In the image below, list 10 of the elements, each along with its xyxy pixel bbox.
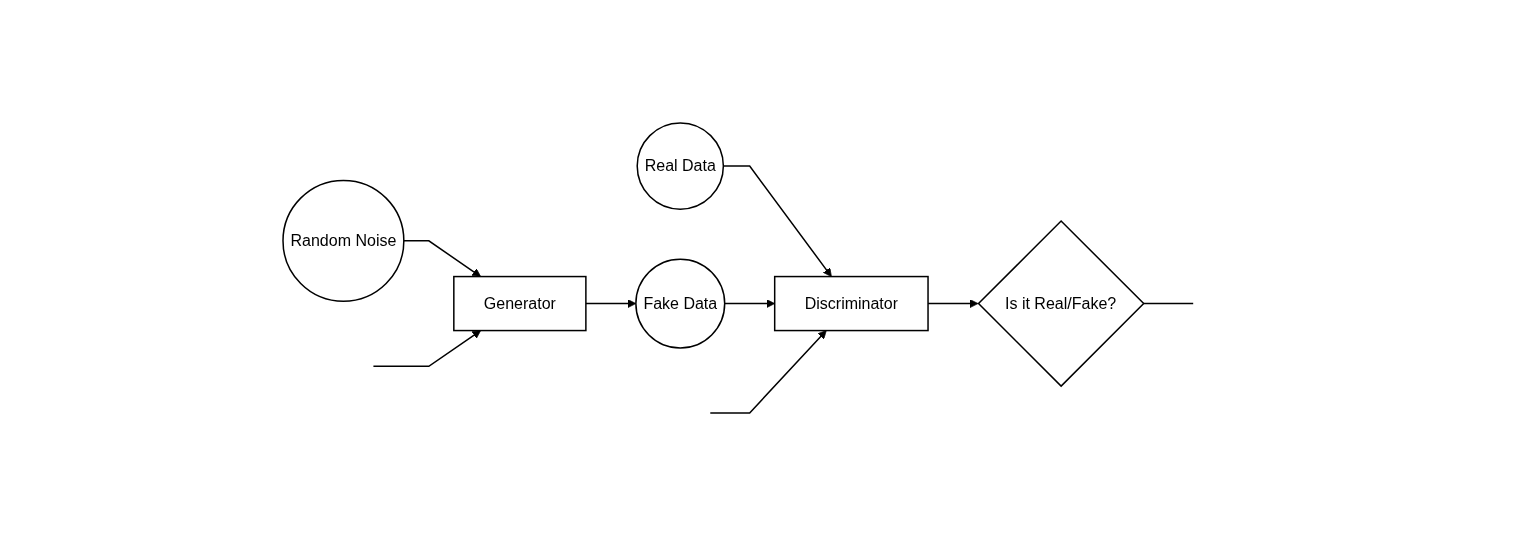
arrow bbox=[723, 164, 833, 277]
arrow bbox=[373, 329, 482, 367]
arrow bbox=[709, 329, 828, 414]
node-circle: Random Noise bbox=[282, 179, 405, 302]
node-box: Generator bbox=[453, 275, 588, 331]
node-box: Discriminator bbox=[774, 275, 930, 331]
node-diamond: Is it Real/Fake? bbox=[977, 219, 1146, 387]
node-circle: Fake Data bbox=[635, 257, 726, 349]
node-circle: Real Data bbox=[636, 121, 725, 210]
connector bbox=[1142, 302, 1195, 304]
